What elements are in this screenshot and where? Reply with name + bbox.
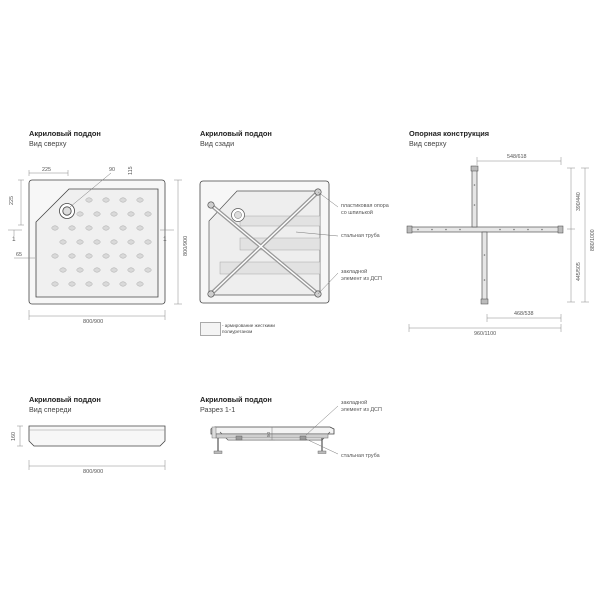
anti-slip-dot — [110, 211, 118, 217]
anti-slip-dots — [51, 197, 152, 287]
anti-slip-dot — [85, 281, 93, 287]
dim-support-right-upper: 390/440 — [576, 192, 582, 211]
anti-slip-dot — [144, 211, 152, 217]
label-plastic-support-line1: пластиковая опора — [341, 203, 389, 209]
dim-support-bottom-total: 960/1100 — [474, 331, 496, 337]
top-view — [28, 172, 166, 305]
anti-slip-dot — [93, 267, 101, 273]
dim-support-right-total: 880/1000 — [590, 229, 596, 251]
anti-slip-dot — [76, 267, 84, 273]
anti-slip-dot — [76, 211, 84, 217]
anti-slip-dot — [59, 239, 67, 245]
dim-225-horizontal: 225 — [42, 167, 51, 173]
anti-slip-dot — [127, 239, 135, 245]
dim-225-vertical: 225 — [9, 196, 15, 205]
dim-front-width: 800/900 — [83, 469, 103, 475]
anti-slip-dot — [51, 225, 59, 231]
front-tray-body — [28, 425, 166, 447]
section-view-subtitle: Разрез 1-1 — [200, 405, 236, 414]
anti-slip-dot — [51, 253, 59, 259]
dim-65: 65 — [16, 252, 22, 258]
anti-slip-dot — [119, 253, 127, 259]
anti-slip-dot — [102, 253, 110, 259]
dim-support-top: 548/618 — [507, 154, 527, 160]
anti-slip-dot — [93, 239, 101, 245]
anti-slip-dot — [110, 267, 118, 273]
dim-support-right-lower: 445/505 — [576, 262, 582, 281]
section-marker-left: 1 — [12, 236, 16, 243]
top-view-title: Акриловый поддон — [29, 129, 101, 138]
anti-slip-dot — [68, 225, 76, 231]
legend-swatch — [200, 322, 221, 336]
anti-slip-dot — [93, 211, 101, 217]
anti-slip-dot — [144, 267, 152, 273]
anti-slip-dot — [136, 197, 144, 203]
front-view-dimensions — [17, 425, 166, 470]
rear-view-title: Акриловый поддон — [200, 129, 272, 138]
drain-inner — [62, 206, 72, 216]
section-leaders — [269, 405, 339, 455]
anti-slip-dot — [51, 281, 59, 287]
anti-slip-dot — [144, 239, 152, 245]
anti-slip-dot — [68, 253, 76, 259]
anti-slip-dot — [102, 225, 110, 231]
label-section-embedded-line2: элемент из ДСП — [341, 407, 382, 413]
anti-slip-dot — [119, 281, 127, 287]
dim-front-height: 160 — [11, 432, 17, 441]
anti-slip-dot — [119, 197, 127, 203]
support-dimensions — [408, 157, 589, 332]
section-view-title: Акриловый поддон — [200, 395, 272, 404]
anti-slip-dot — [102, 281, 110, 287]
support-vertical-lower — [481, 231, 488, 303]
dim-top-depth: 800/900 — [183, 236, 189, 256]
anti-slip-dot — [136, 253, 144, 259]
anti-slip-dot — [119, 225, 127, 231]
anti-slip-dot — [127, 211, 135, 217]
anti-slip-dot — [85, 225, 93, 231]
top-view-dimensions — [8, 170, 182, 320]
anti-slip-dot — [110, 239, 118, 245]
dim-top-width: 800/900 — [83, 319, 103, 325]
label-embedded-element-line2: элемент из ДСП — [341, 276, 382, 282]
anti-slip-dot — [136, 281, 144, 287]
section-marker-right: 1 — [163, 236, 167, 243]
label-plastic-support-line2: со шпилькой — [341, 209, 373, 216]
anti-slip-dot — [85, 197, 93, 203]
support-vertical-upper — [471, 167, 478, 228]
anti-slip-dot — [136, 225, 144, 231]
rear-view — [199, 180, 330, 304]
anti-slip-dot — [85, 253, 93, 259]
support-view-subtitle: Вид сверху — [409, 139, 447, 148]
label-section-embedded-line1: закладной — [341, 399, 367, 406]
label-embedded-element-line1: закладной — [341, 268, 367, 275]
dim-section-height: 50 — [266, 431, 271, 437]
anti-slip-dot — [102, 197, 110, 203]
legend-text: - армирование жесткими полиуретаном — [222, 323, 275, 334]
support-view-title: Опорная конструкция — [409, 129, 490, 138]
support-feet — [406, 165, 564, 305]
dim-90: 90 — [109, 167, 115, 173]
support-structure — [408, 167, 562, 303]
section-tray-rim — [210, 426, 335, 435]
dim-115: 115 — [128, 166, 134, 175]
rear-view-subtitle: Вид сзади — [200, 139, 235, 148]
front-view — [28, 425, 166, 447]
dim-support-bottom-inner: 468/538 — [514, 311, 534, 317]
anti-slip-dot — [68, 281, 76, 287]
front-view-title: Акриловый поддон — [29, 395, 101, 404]
rear-view-leaders — [295, 191, 339, 295]
label-section-steel-pipe: стальная труба — [341, 453, 380, 459]
anti-slip-dot — [59, 267, 67, 273]
anti-slip-dot — [127, 267, 135, 273]
front-view-subtitle: Вид спереди — [29, 405, 72, 414]
anti-slip-dot — [76, 239, 84, 245]
support-bolt-holes — [417, 184, 543, 281]
top-view-subtitle: Вид сверху — [29, 139, 67, 148]
label-steel-pipe: стальная труба — [341, 233, 380, 239]
